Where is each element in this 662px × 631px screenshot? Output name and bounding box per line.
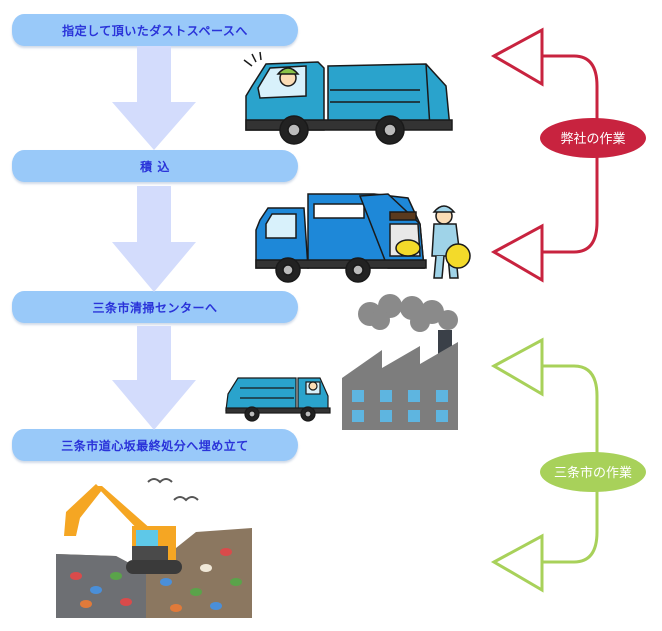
garbage-truck-driver-icon [243, 51, 453, 145]
company-work-label: 弊社の作業 [560, 131, 625, 147]
step-2-label: 積 込 [140, 159, 170, 174]
city-work-badge: 三条市の作業 [540, 452, 646, 492]
step-2-box: 積 込 [12, 150, 298, 182]
step-4-box: 三条市道心坂最終処分へ埋め立て [12, 429, 298, 461]
company-arrow-top-icon [490, 27, 544, 87]
company-work-badge: 弊社の作業 [540, 118, 646, 158]
step-3-box: 三条市清掃センターへ [12, 291, 298, 323]
city-work-bracket [490, 337, 599, 593]
step-3-label: 三条市清掃センターへ [92, 300, 218, 315]
down-arrow-3 [112, 326, 196, 430]
step-1-box: 指定して頂いたダストスペースへ [12, 14, 298, 46]
down-arrow-1 [112, 46, 196, 150]
step-1-label: 指定して頂いたダストスペースへ [62, 23, 248, 38]
garbage-truck-loading-icon [255, 193, 471, 283]
company-arrow-bottom-icon [490, 223, 544, 283]
down-arrow-2 [112, 186, 196, 292]
city-arrow-bottom-icon [490, 533, 544, 593]
step-4-label: 三条市道心坂最終処分へ埋め立て [61, 438, 249, 453]
company-work-bracket [490, 27, 599, 283]
small-garbage-truck-icon [225, 377, 331, 422]
city-arrow-top-icon [490, 337, 544, 397]
city-work-label: 三条市の作業 [554, 465, 632, 481]
cleaning-center-factory-icon [342, 294, 458, 430]
landfill-excavator-icon [56, 478, 252, 618]
